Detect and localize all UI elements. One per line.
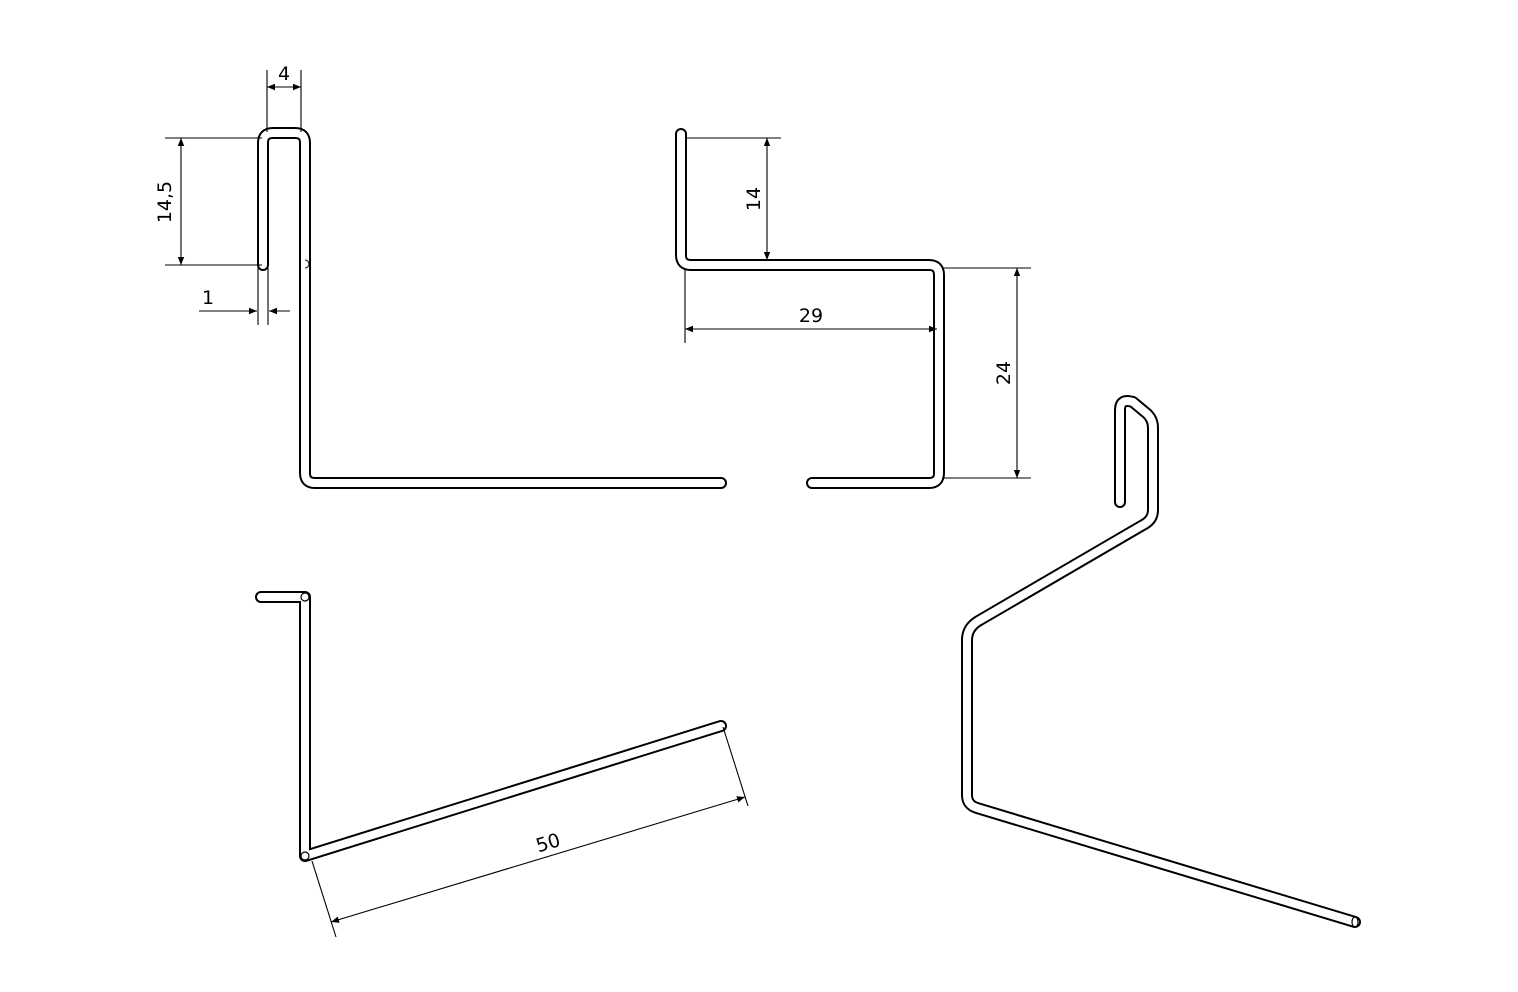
dimension-thickness-1: 1 — [199, 268, 290, 325]
top-right-view: 14 29 24 — [675, 128, 1031, 489]
dimension-height-24: 24 — [942, 267, 1031, 479]
dimension-height-14-5: 14,5 — [154, 137, 262, 266]
dim-label-4: 4 — [278, 63, 290, 85]
dimension-width-29: 29 — [684, 268, 937, 343]
top-right-wire — [675, 128, 945, 489]
dimension-width-4: 4 — [266, 63, 302, 132]
bottom-left-wire — [255, 591, 727, 862]
isometric-wire — [961, 395, 1361, 928]
dimension-height-14: 14 — [686, 137, 781, 260]
dim-label-24: 24 — [993, 361, 1015, 385]
dim-label-29: 29 — [799, 305, 823, 327]
top-left-wire — [257, 127, 727, 489]
top-left-view: 4 14,5 1 — [154, 63, 727, 489]
dim-label-14-5: 14,5 — [154, 181, 176, 223]
bottom-left-view: 50 — [255, 591, 749, 938]
bottom-right-isometric-view — [961, 395, 1361, 928]
dim-label-14: 14 — [743, 187, 765, 211]
dim-label-1: 1 — [202, 287, 214, 309]
